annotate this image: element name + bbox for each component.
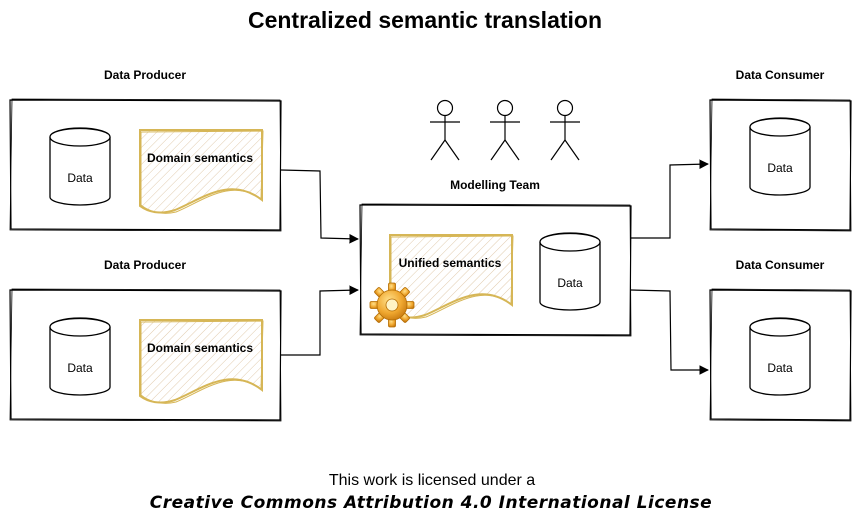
actor-icon xyxy=(490,99,520,161)
consumer-label: Data Consumer xyxy=(736,68,825,82)
database-label: Data xyxy=(767,361,793,375)
database-icon xyxy=(749,117,811,196)
database-label: Data xyxy=(557,276,583,290)
database-icon xyxy=(49,127,111,206)
document-shape xyxy=(139,319,264,404)
consumer-label: Data Consumer xyxy=(736,258,825,272)
consumer-box xyxy=(709,98,852,232)
producer-box xyxy=(9,288,282,422)
connector-arrow xyxy=(630,289,709,375)
connector-arrow xyxy=(281,285,359,356)
document-label: Unified semantics xyxy=(399,256,502,270)
producer-label: Data Producer xyxy=(104,68,186,82)
producer-box xyxy=(9,98,282,232)
database-label: Data xyxy=(67,361,93,375)
document-label: Domain semantics xyxy=(147,341,253,355)
database-label: Data xyxy=(67,171,93,185)
modelling-team-label: Modelling Team xyxy=(450,178,540,192)
producer-label: Data Producer xyxy=(104,258,186,272)
database-icon xyxy=(749,317,811,396)
connector-arrow xyxy=(631,159,709,239)
database-icon xyxy=(539,232,601,311)
database-label: Data xyxy=(767,161,793,175)
database-icon xyxy=(49,317,111,396)
actor-icon xyxy=(550,99,580,161)
license-link[interactable]: Creative Commons Attribution 4.0 Interna… xyxy=(150,493,712,513)
document-label: Domain semantics xyxy=(147,151,253,165)
license-line-1: This work is licensed under a xyxy=(329,472,535,489)
document-shape xyxy=(139,129,264,214)
actor-icon xyxy=(430,99,460,161)
consumer-box xyxy=(709,288,852,422)
modelling-team-box xyxy=(359,203,632,337)
gear-icon xyxy=(369,282,415,328)
connector-arrow xyxy=(280,169,359,244)
diagram-title: Centralized semantic translation xyxy=(248,7,602,33)
